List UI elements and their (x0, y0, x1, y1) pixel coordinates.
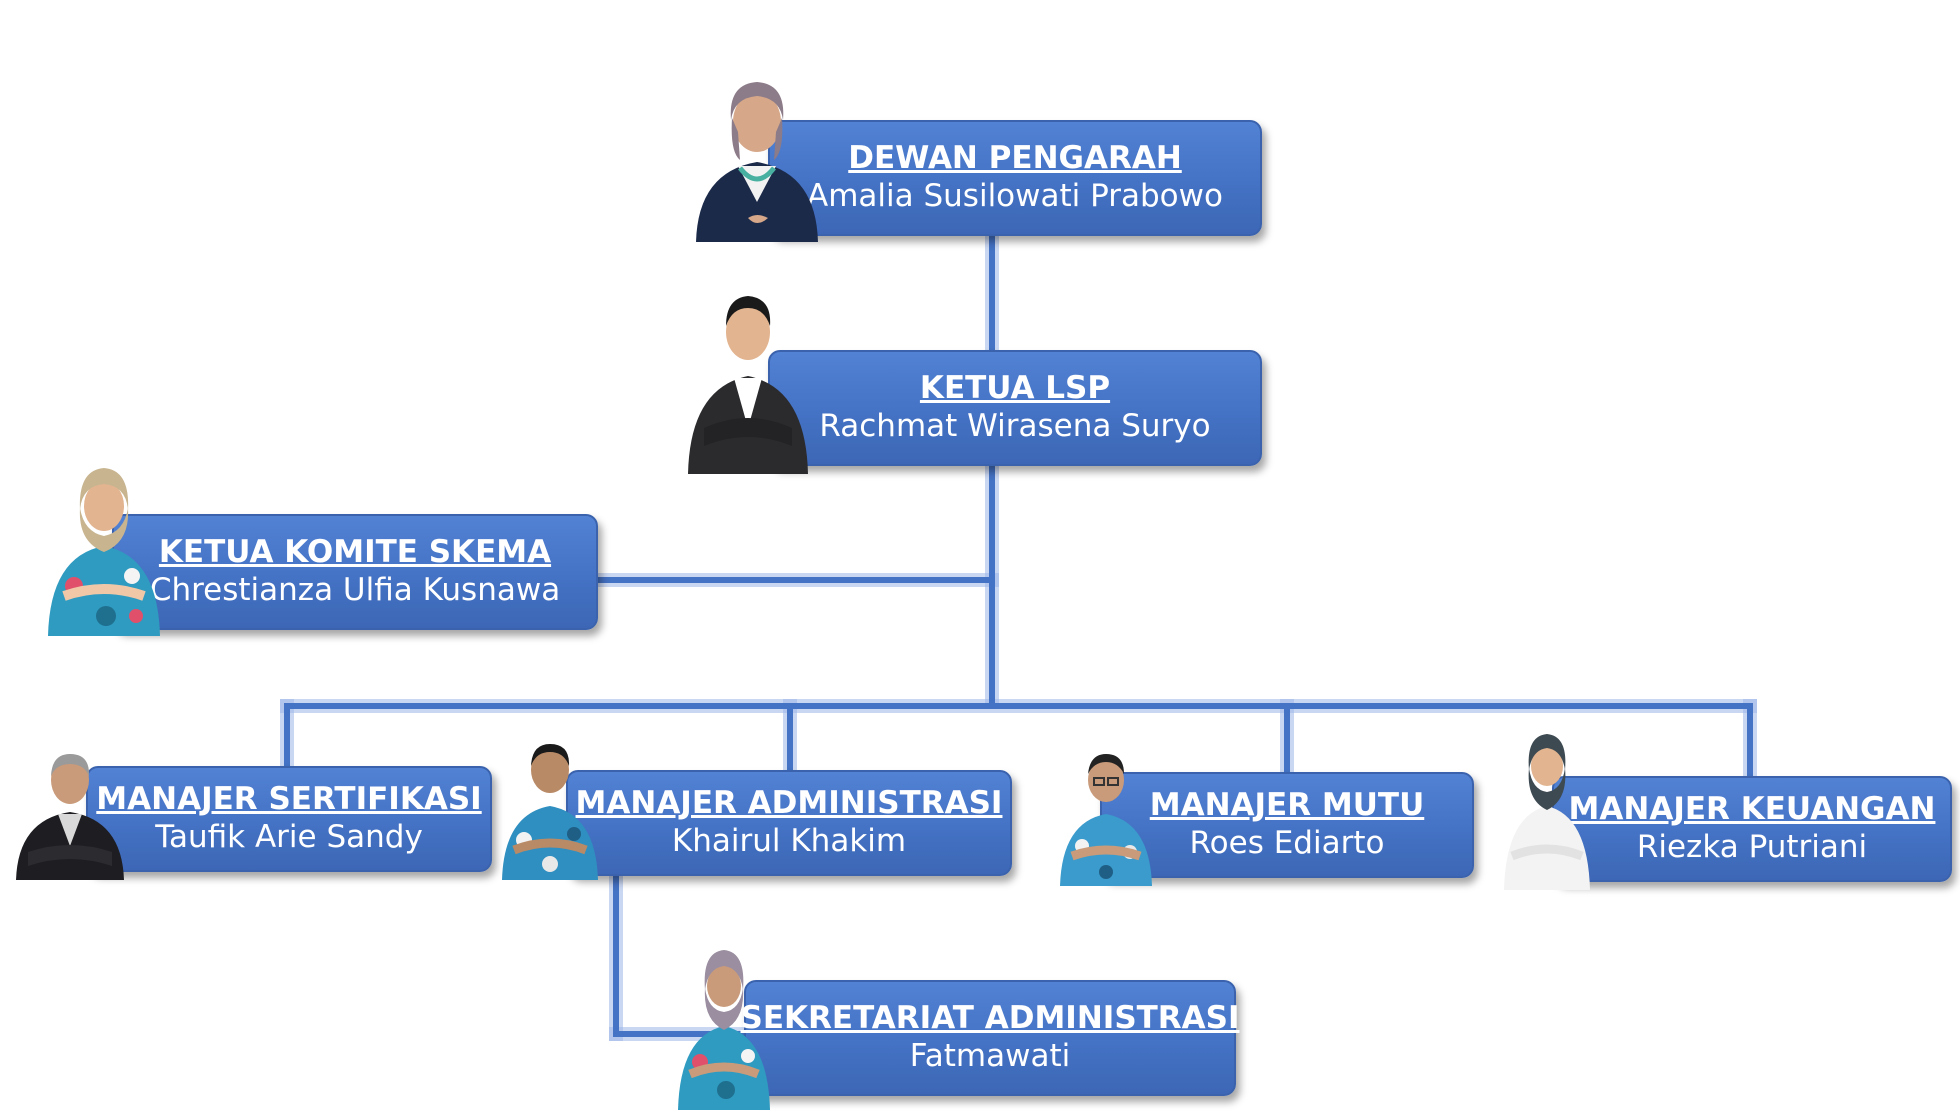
node-person-name: Fatmawati (909, 1038, 1071, 1074)
node-role-title: KETUA LSP (919, 370, 1111, 407)
node-sekretariat-administrasi[interactable]: SEKRETARIAT ADMINISTRASI Fatmawati (741, 980, 1240, 1096)
node-role-title: MANAJER KEUANGAN (1568, 791, 1936, 828)
woman-hijab-batik-portrait (676, 940, 772, 1110)
node-role-title: MANAJER ADMINISTRASI (575, 785, 1003, 822)
node-manajer-mutu[interactable]: MANAJER MUTU Roes Ediarto (1100, 772, 1474, 878)
woman-hijab-batik-portrait (44, 456, 164, 636)
node-person-name: Khairul Khakim (671, 823, 907, 859)
node-ketua-lsp[interactable]: KETUA LSP Rachmat Wirasena Suryo (768, 350, 1262, 466)
node-role-title: MANAJER MUTU (1149, 787, 1425, 824)
woman-hijab-dark-blazer-portrait (688, 62, 826, 242)
node-manajer-keuangan[interactable]: MANAJER KEUANGAN Riezka Putriani (1552, 776, 1952, 882)
node-person-name: Roes Ediarto (1189, 825, 1385, 861)
node-role-title: MANAJER SERTIFIKASI (96, 781, 482, 818)
man-dark-blazer-portrait (684, 278, 812, 474)
man-batik-glasses-portrait (1058, 740, 1154, 886)
woman-hijab-white-blouse-portrait (1502, 726, 1592, 890)
man-batik-portrait (500, 730, 600, 880)
node-manajer-administrasi[interactable]: MANAJER ADMINISTRASI Khairul Khakim (566, 770, 1012, 876)
node-dewan-pengarah[interactable]: DEWAN PENGARAH Amalia Susilowati Prabowo (768, 120, 1262, 236)
node-person-name: Amalia Susilowati Prabowo (807, 178, 1223, 214)
node-person-name: Chrestianza Ulfia Kusnawa (149, 572, 561, 608)
node-role-title: DEWAN PENGARAH (848, 140, 1182, 177)
node-role-title: KETUA KOMITE SKEMA (158, 534, 552, 571)
node-role-title: SEKRETARIAT ADMINISTRASI (740, 1000, 1240, 1037)
node-person-name: Rachmat Wirasena Suryo (819, 408, 1211, 444)
man-black-jacket-portrait (14, 742, 126, 880)
node-person-name: Taufik Arie Sandy (155, 819, 423, 855)
node-manajer-sertifikasi[interactable]: MANAJER SERTIFIKASI Taufik Arie Sandy (86, 766, 492, 872)
node-person-name: Riezka Putriani (1636, 829, 1868, 865)
node-ketua-komite-skema[interactable]: KETUA KOMITE SKEMA Chrestianza Ulfia Kus… (112, 514, 598, 630)
